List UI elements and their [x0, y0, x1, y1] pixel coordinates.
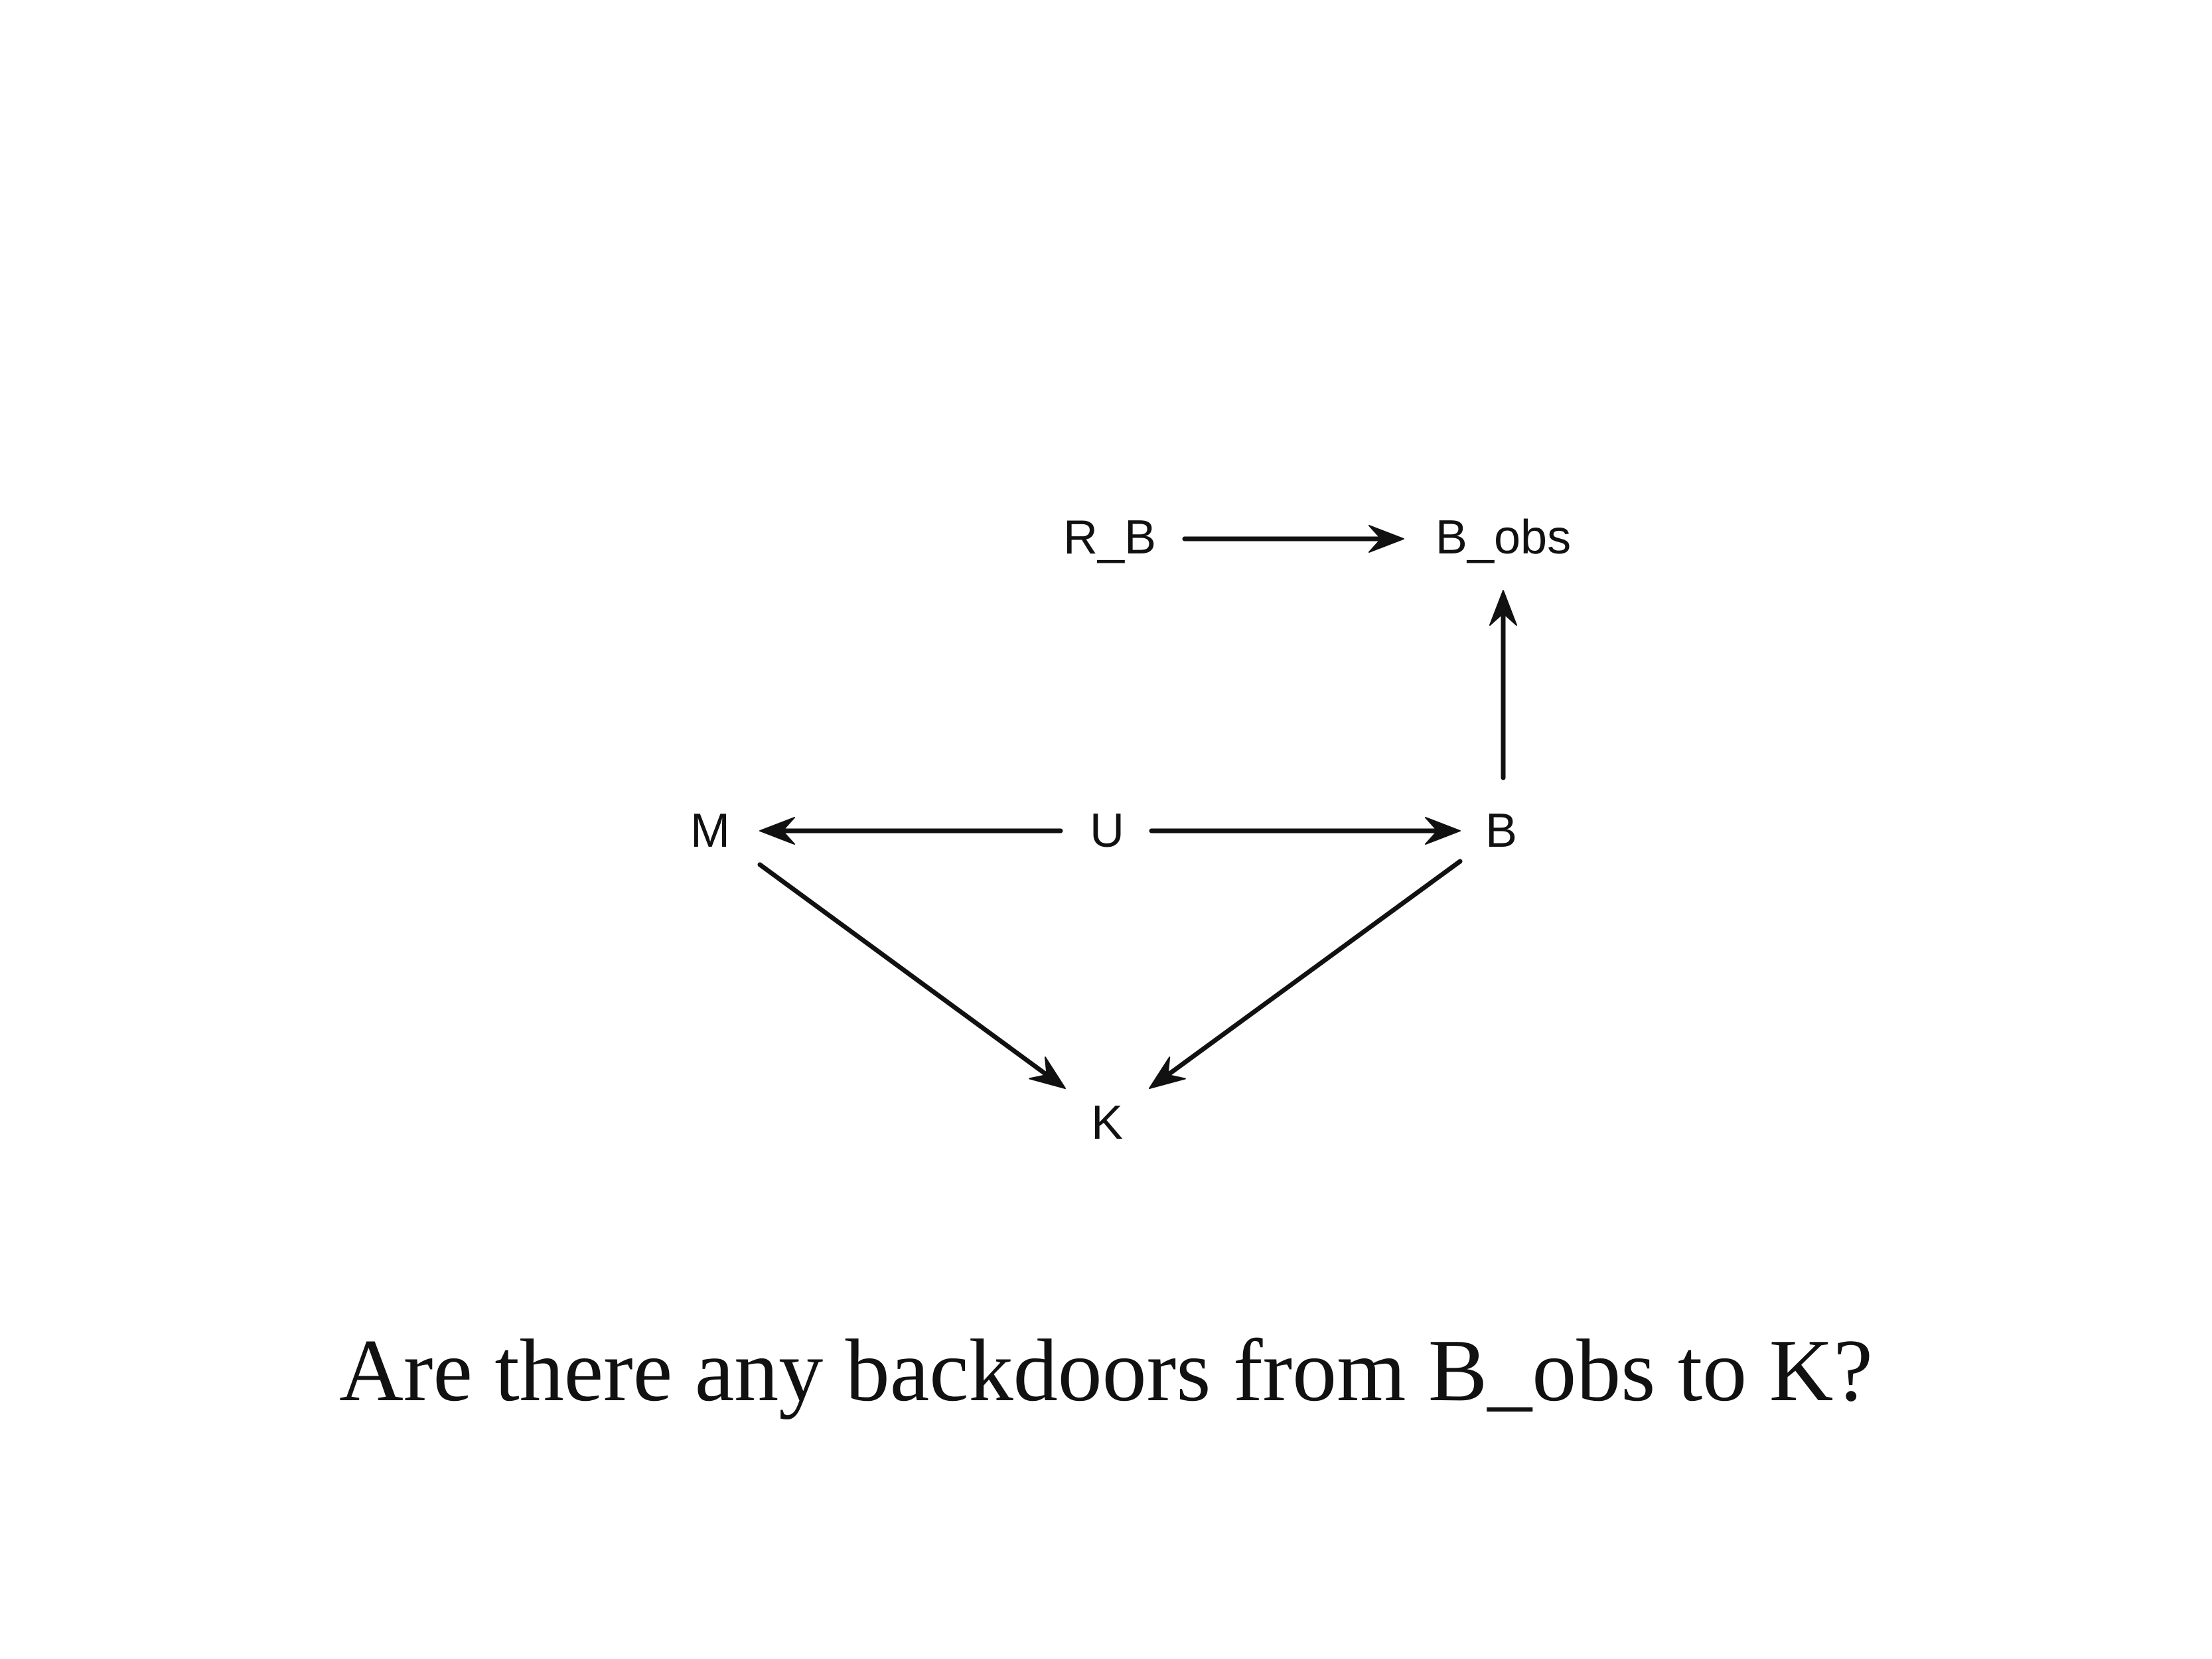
node-b: B — [1485, 804, 1517, 857]
arrowhead-icon — [1489, 590, 1517, 626]
node-k: K — [1091, 1096, 1123, 1149]
edge-line — [757, 862, 1057, 1083]
arrowhead-icon — [759, 817, 795, 845]
question-text: Are there any backdoors from B_obs to K? — [339, 1321, 1873, 1419]
edge-U-to-B — [1149, 817, 1461, 845]
arrowhead-icon — [1368, 525, 1404, 553]
edge-line — [1157, 859, 1463, 1083]
edge-R_B-to-B_obs — [1182, 525, 1404, 553]
arrowhead-icon — [1149, 1056, 1186, 1089]
edge-U-to-M — [759, 817, 1063, 845]
edge-B-to-K — [1149, 859, 1463, 1089]
arrowhead-icon — [1029, 1056, 1066, 1089]
node-u: U — [1090, 804, 1124, 857]
edge-M-to-K — [757, 862, 1066, 1089]
node-b-obs: B_obs — [1436, 511, 1571, 564]
edge-B-to-B_obs — [1489, 590, 1517, 780]
edges-layer — [757, 525, 1517, 1089]
node-r-b: R_B — [1063, 511, 1156, 564]
arrowhead-icon — [1425, 817, 1461, 845]
node-m: M — [690, 804, 730, 857]
